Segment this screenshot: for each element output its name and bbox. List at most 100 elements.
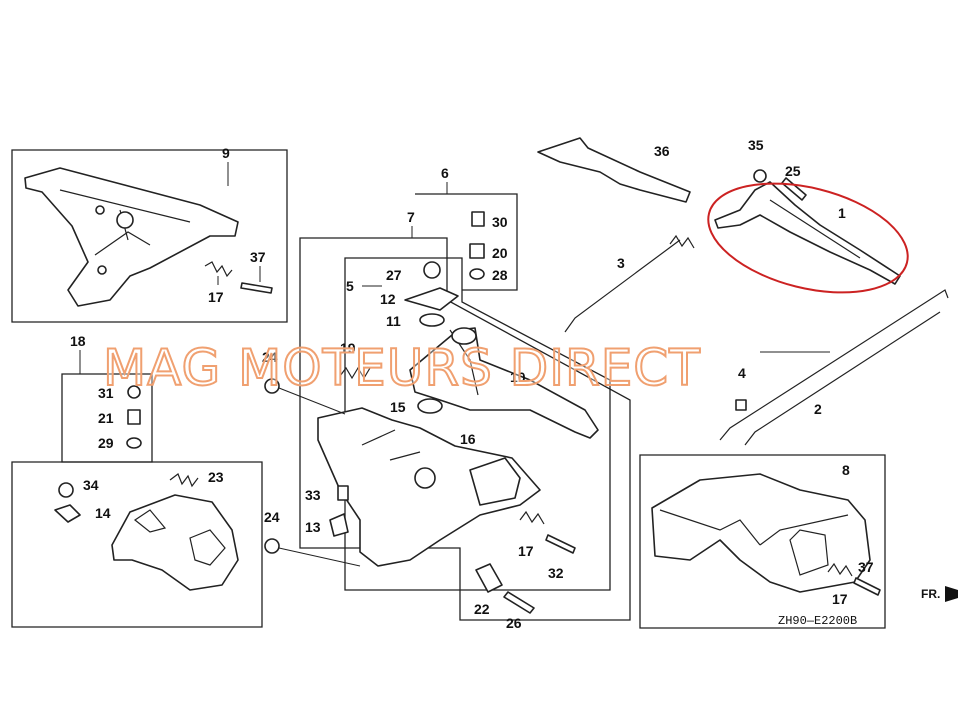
assembly-18-group [11,350,263,628]
spring-23 [169,473,199,488]
label-part-4: 4 [738,365,746,381]
label-part-17-right: 17 [832,591,848,607]
label-part-10: 10 [510,369,526,385]
screw-31-head [127,385,141,399]
label-part-8: 8 [842,462,850,478]
clip-14 [54,504,81,523]
bolt-30 [471,211,485,227]
label-part-36: 36 [654,143,670,159]
label-part-19: 19 [340,340,356,356]
lever-10-boss [451,327,477,345]
label-part-17-upper: 17 [208,289,224,305]
label-part-26: 26 [506,615,522,631]
assembly-8-group [639,454,886,629]
label-part-25: 25 [785,163,801,179]
lever-plate-18 [111,494,239,591]
assembly-8-frame [639,454,886,629]
bracket-9-hole [97,265,107,275]
label-part-17-center: 17 [518,543,534,559]
nut-34 [58,482,74,498]
label-part-20: 20 [492,245,508,261]
bracket-9-body [24,167,239,307]
washer-29 [126,437,142,449]
screw-33 [337,485,349,501]
highlight-circle [707,182,909,294]
connector-4 [735,399,747,411]
bolt-37-upper [240,282,273,294]
label-part-24-lower: 24 [264,509,280,525]
clip-13 [329,513,349,537]
collar-20 [469,243,485,259]
plate-16-edges [361,429,421,461]
label-part-30: 30 [492,214,508,230]
group-5-frame [344,257,611,591]
nut-27 [423,261,441,279]
lever-plate-slot [189,529,226,566]
rod-2 [719,289,949,441]
washer-28 [469,268,485,280]
nut-21 [127,409,141,425]
rod-3 [564,239,681,333]
label-part-23: 23 [208,469,224,485]
label-part-24-upper: 24 [262,349,278,365]
label-part-37-upper: 37 [250,249,266,265]
nut-35 [753,169,767,183]
label-part-16: 16 [460,431,476,447]
label-part-15: 15 [390,399,406,415]
bolt-24-lower-axis [278,547,361,567]
bolt-26 [503,591,535,614]
label-part-27: 27 [386,267,402,283]
label-part-31: 31 [98,385,114,401]
washer-11 [419,313,445,327]
cover-8-edges [659,509,849,546]
cover-8-bracket [789,529,829,576]
collar-22 [475,563,503,593]
label-part-9: 9 [222,145,230,161]
assembly-9-group [11,149,288,323]
bolt-37-right [853,577,881,596]
label-part-7: 7 [407,209,415,225]
spring-17-right [827,562,853,577]
group-7-frame [299,237,631,621]
group-6-bracket [415,193,518,291]
plate-12 [404,287,459,311]
label-part-13: 13 [305,519,321,535]
label-part-35: 35 [748,137,764,153]
drawing-code: ZH90—E2200B [778,614,857,628]
rod-2-inner [744,311,941,446]
label-part-21: 21 [98,410,114,426]
label-part-29: 29 [98,435,114,451]
bracket-9-hole [95,205,105,215]
label-part-14: 14 [95,505,111,521]
label-part-37-right: 37 [858,559,874,575]
washer-15 [417,398,443,414]
label-part-1: 1 [838,205,846,221]
spring-19 [339,366,371,380]
arm-1 [714,181,901,285]
assembly-18-frame [11,461,263,628]
label-part-22: 22 [474,601,490,617]
bracket-9-pivot [116,211,134,229]
front-direction-label: FR. [921,587,940,601]
bolt-24-lower [264,538,280,554]
plate-16-pin [414,467,436,489]
label-part-2: 2 [814,401,822,417]
cover-8 [651,473,871,593]
front-arrow-icon [945,586,958,602]
label-part-28: 28 [492,267,508,283]
bolt-24-upper [264,378,280,394]
label-part-5: 5 [346,278,354,294]
label-part-34: 34 [83,477,99,493]
spring-17-center [519,510,545,525]
label-part-6: 6 [441,165,449,181]
arm-1-edge [769,199,861,259]
label-part-12: 12 [380,291,396,307]
watermark-text: MAG MOTEURS DIRECT [103,339,701,397]
assembly-6-group [299,182,631,621]
label-part-3: 3 [617,255,625,271]
label-part-11: 11 [386,313,401,329]
plate-16-box [469,457,521,506]
label-part-32: 32 [548,565,564,581]
spring-17-upper [204,261,233,278]
